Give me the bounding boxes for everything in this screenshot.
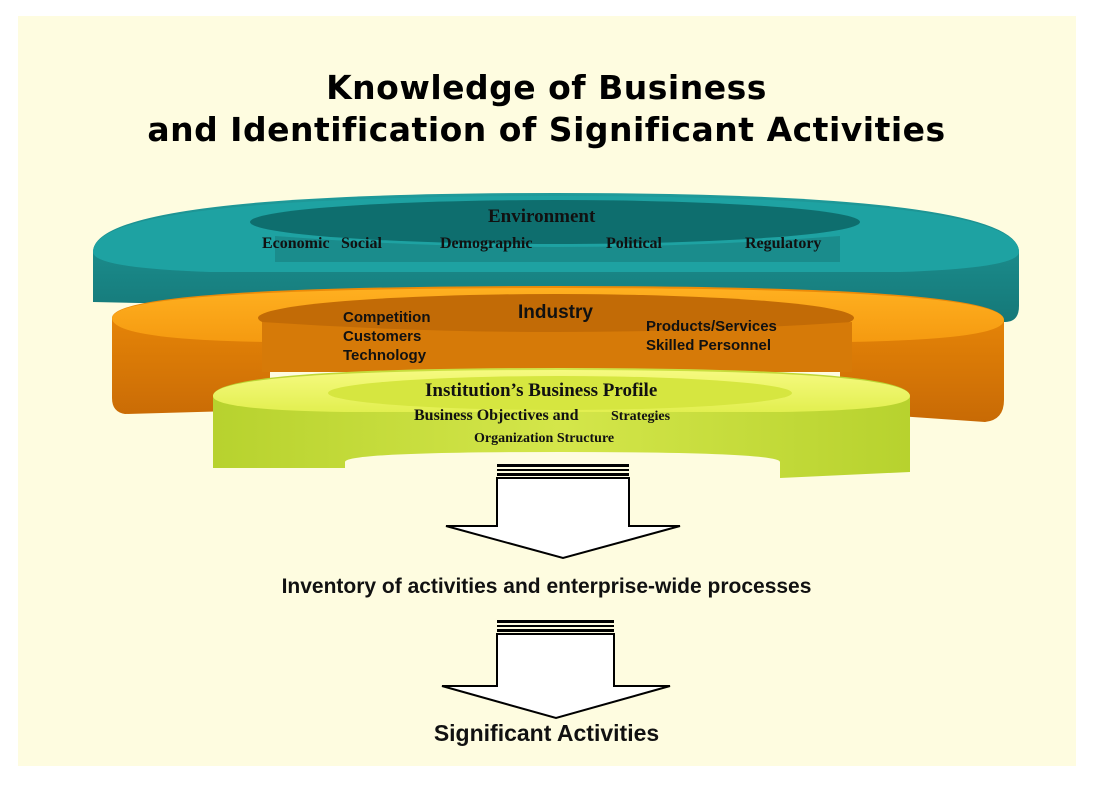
industry-item-competition: Competition [343, 309, 431, 326]
down-arrow-2 [441, 620, 671, 720]
environment-item-economic: Economic [262, 235, 330, 252]
industry-title: Industry [518, 302, 593, 323]
environment-title: Environment [488, 206, 596, 227]
industry-item-customers: Customers [343, 328, 422, 345]
institution-objectives: Business Objectives and [414, 407, 579, 424]
environment-item-demographic: Demographic [440, 235, 533, 252]
industry-ring [112, 286, 1004, 422]
industry-item-products-services: Products/Services [646, 318, 777, 335]
environment-item-social: Social [341, 235, 382, 252]
slide-title-line-2: and Identification of Significant Activi… [147, 110, 946, 149]
institution-organization-structure: Organization Structure [474, 431, 615, 446]
institution-title: Institution’s Business Profile [425, 380, 658, 401]
environment-item-regulatory: Regulatory [745, 235, 822, 252]
institution-ring [213, 368, 910, 478]
industry-item-technology: Technology [343, 347, 427, 364]
inventory-of-activities-label: Inventory of activities and enterprise-w… [281, 575, 812, 598]
significant-activities-label: Significant Activities [433, 720, 660, 746]
slide-title-line-1: Knowledge of Business [326, 68, 767, 107]
industry-item-skilled-personnel: Skilled Personnel [646, 337, 772, 354]
environment-item-political: Political [606, 235, 662, 252]
institution-strategies: Strategies [611, 409, 671, 424]
down-arrow-1 [445, 464, 681, 560]
